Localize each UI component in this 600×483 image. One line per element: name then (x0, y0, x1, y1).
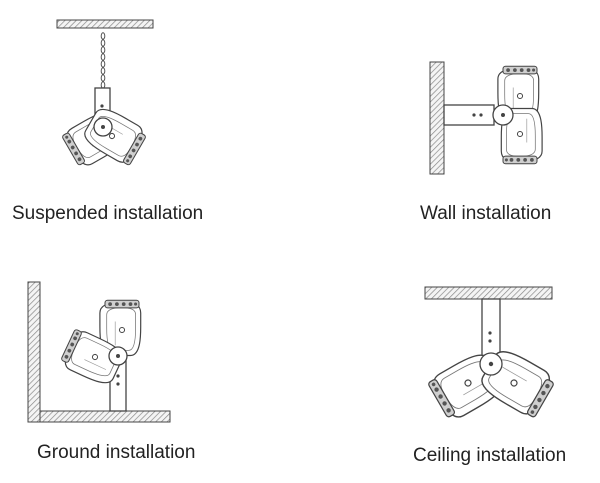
suspended-figure (56, 19, 154, 171)
chain (100, 32, 106, 89)
caption-suspended: Suspended installation (12, 203, 204, 224)
ground-figure (27, 281, 171, 423)
wall-plate (429, 61, 445, 175)
wall-arm (443, 104, 495, 126)
wall-figure (429, 61, 543, 175)
ceiling-figure (424, 286, 559, 424)
caption-wall: Wall installation (420, 203, 552, 224)
ground-floor (39, 410, 171, 423)
ceiling-bar (481, 298, 501, 362)
caption-ground: Ground installation (37, 442, 196, 463)
ground-wall (27, 281, 41, 423)
ceiling-plate (56, 19, 154, 29)
caption-ceiling: Ceiling installation (413, 445, 567, 466)
ceiling-plate-2 (424, 286, 553, 300)
